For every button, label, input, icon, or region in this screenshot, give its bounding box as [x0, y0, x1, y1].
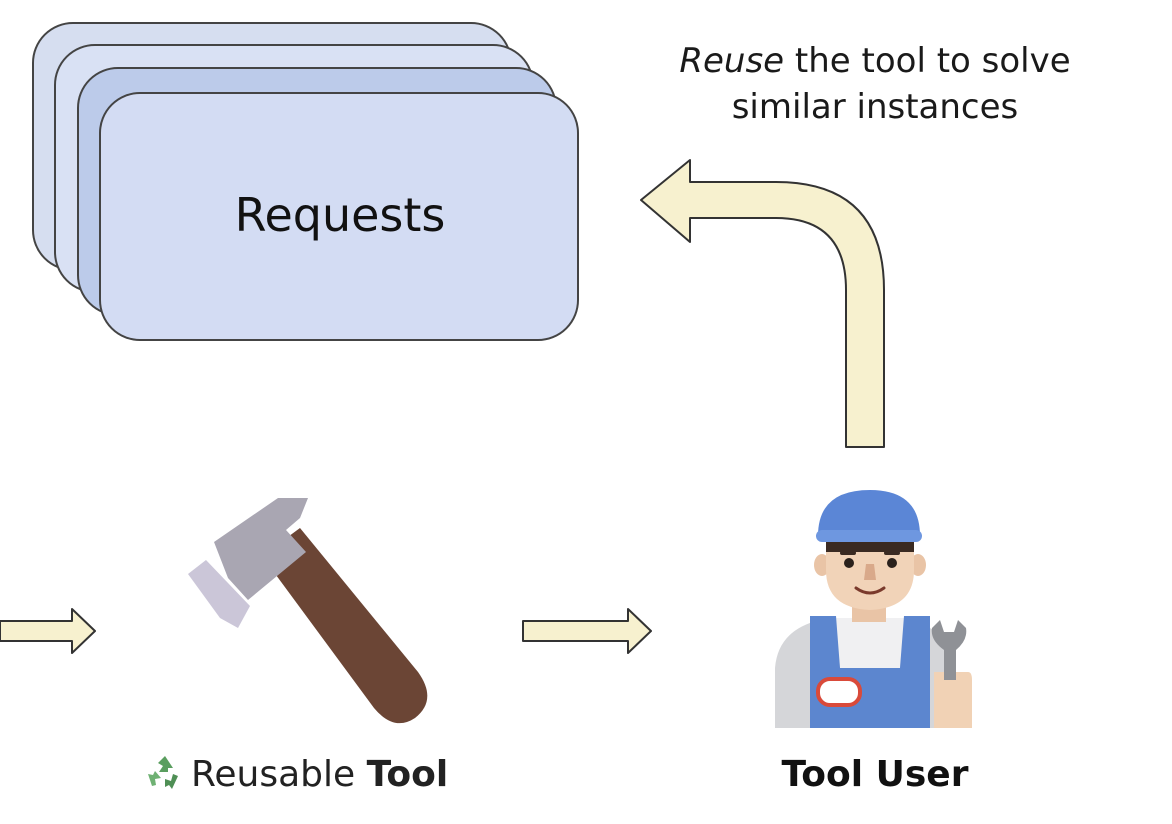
reuse-arrow [640, 159, 885, 448]
wrench-icon [931, 620, 967, 680]
reuse-caption: Reuse the tool to solve similar instance… [640, 38, 1110, 130]
hammer-handle [262, 528, 428, 724]
brow-right [884, 551, 900, 555]
reuse-emphasis: Reuse [679, 41, 785, 81]
mechanic-hand [934, 672, 972, 728]
mouth [854, 586, 886, 595]
reusable-tool-prefix: Reusable [191, 754, 367, 795]
requests-label: Requests [234, 188, 446, 242]
reusable-tool-label: Reusable Tool [145, 752, 448, 795]
tool-to-user-arrow [522, 608, 652, 654]
recycle-icon [148, 756, 178, 789]
cap-icon [818, 490, 920, 536]
eye-right [887, 558, 897, 568]
brow-left [840, 551, 856, 555]
hammer-face [188, 560, 250, 628]
incoming-arrow [0, 608, 96, 654]
reuse-caption-line2: similar instances [731, 87, 1019, 127]
cap-brim [816, 530, 922, 542]
tool-user-label: Tool User [781, 754, 969, 795]
mechanic-collar [835, 618, 905, 668]
nose [864, 564, 876, 580]
reusable-tool-bold: Tool [366, 754, 449, 795]
reuse-caption-line1: the tool to solve [784, 41, 1071, 81]
hammer-head [214, 498, 308, 600]
mechanic-icon [775, 490, 972, 728]
name-patch [816, 677, 862, 707]
hammer-icon [188, 498, 428, 724]
requests-stack [32, 22, 579, 341]
eye-left [844, 558, 854, 568]
request-card-1 [99, 92, 579, 341]
